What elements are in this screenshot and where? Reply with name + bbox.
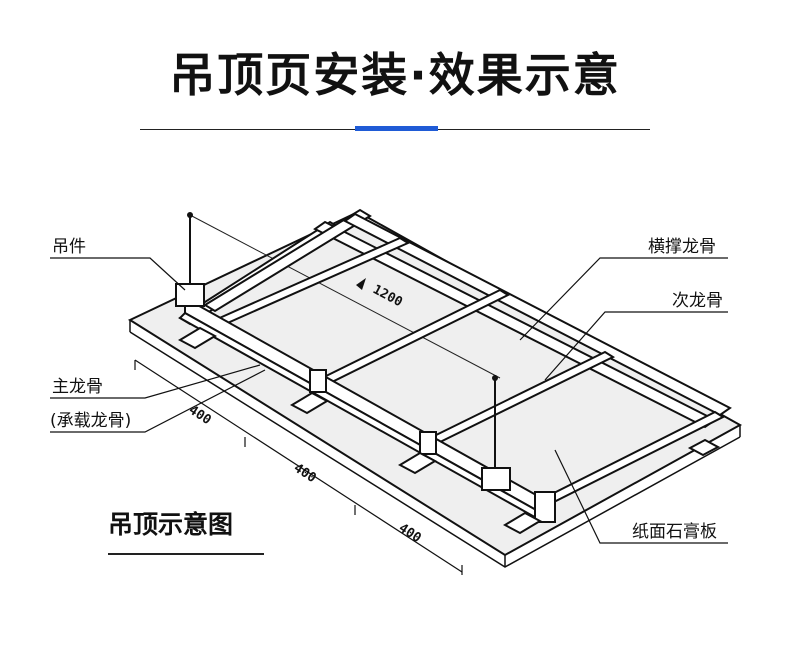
support-clip <box>502 511 543 535</box>
hanger <box>481 467 511 491</box>
dimension-label: 400 <box>396 521 424 546</box>
support-clip <box>687 438 721 457</box>
support-clip <box>397 451 438 475</box>
title-accent-bar <box>355 126 438 131</box>
leader-line-gypsum <box>554 449 728 544</box>
hangers <box>175 283 556 523</box>
leader-line-main-keel <box>50 364 261 399</box>
label-main-keel-sub: (承载龙骨) <box>50 411 131 431</box>
leader-line-cross-brace <box>519 257 728 341</box>
leader-lines <box>50 257 728 544</box>
secondary-keel <box>203 208 372 313</box>
label-secondary-keel: 次龙骨 <box>672 291 723 311</box>
hanger <box>534 491 556 523</box>
label-gypsum-board: 纸面石膏板 <box>632 521 717 542</box>
dimension-line <box>134 359 463 575</box>
hanger <box>175 283 205 307</box>
support-clip <box>177 326 218 350</box>
label-main-keel: 主龙骨 <box>52 377 103 397</box>
reference-line <box>189 214 501 379</box>
hanger-rod-top <box>492 375 498 381</box>
page-title: 吊顶页安装·效果示意 <box>169 48 621 102</box>
diagram-caption: 吊顶示意图 <box>108 510 234 539</box>
hanger-rod-top <box>187 212 193 218</box>
hanger <box>309 369 327 393</box>
label-cross-brace-keel: 横撑龙骨 <box>648 237 716 257</box>
label-hanger: 吊件 <box>52 237 86 257</box>
leader-line-main-keel-2 <box>50 369 266 433</box>
dimension-label: 400 <box>291 461 319 486</box>
support-clip <box>289 391 330 415</box>
span-arrow-icon <box>356 278 366 290</box>
caption-underline <box>108 553 264 555</box>
dimension-label: 400 <box>186 403 214 428</box>
support-clips <box>177 326 721 535</box>
leader-line-hanger <box>50 257 186 291</box>
leader-line-secondary <box>544 311 728 381</box>
hanger <box>419 431 437 455</box>
